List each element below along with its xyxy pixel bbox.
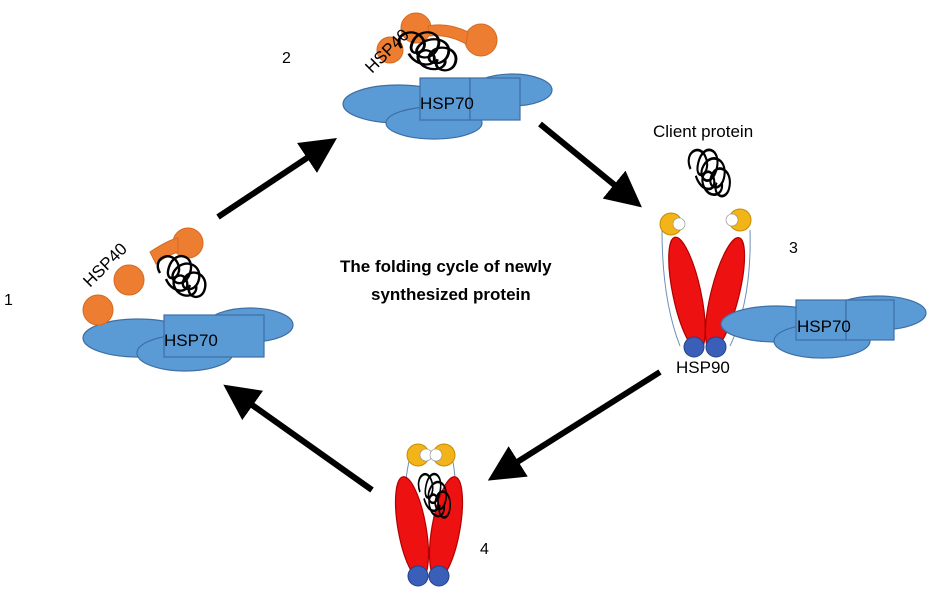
diagram-title: The folding cycle of newly synthesized p… (340, 257, 552, 304)
hsp70-label-1: HSP70 (164, 331, 218, 350)
stage-2-complex: HSP70 HSP40 (342, 12, 553, 140)
hsp90-label: HSP90 (676, 358, 730, 377)
hsp40-complex-2: HSP40 (361, 12, 498, 77)
hsp70-label-3: HSP70 (797, 317, 851, 336)
arrow-1-to-2 (216, 138, 337, 220)
client-protein-label: Client protein (653, 122, 753, 141)
title-line-2: synthesized protein (371, 285, 531, 304)
step-number-2: 2 (282, 50, 291, 67)
cycle-arrows (216, 121, 662, 493)
step-number-1: 1 (4, 292, 13, 309)
hsp70-label-2: HSP70 (420, 94, 474, 113)
arrow-4-to-1 (223, 384, 374, 493)
hsp70-complex-3: HSP70 (720, 295, 927, 359)
step-number-3: 3 (789, 240, 798, 257)
hsp70-complex-2: HSP70 (342, 73, 553, 140)
stage-4-complex (394, 443, 464, 587)
arrow-3-to-4 (487, 369, 662, 481)
client-protein-1 (156, 254, 207, 299)
client-protein-3 (687, 148, 732, 198)
arrow-2-to-3 (538, 121, 642, 208)
stage-3-complex: Client protein HSP90 HSP70 (653, 122, 927, 377)
hsp70-complex-1: HSP70 (82, 307, 294, 372)
stage-1-complex: HSP70 HSP40 (79, 227, 294, 372)
title-line-1: The folding cycle of newly (340, 257, 552, 276)
hsp90-open: HSP90 (659, 208, 752, 377)
step-number-4: 4 (480, 541, 489, 558)
